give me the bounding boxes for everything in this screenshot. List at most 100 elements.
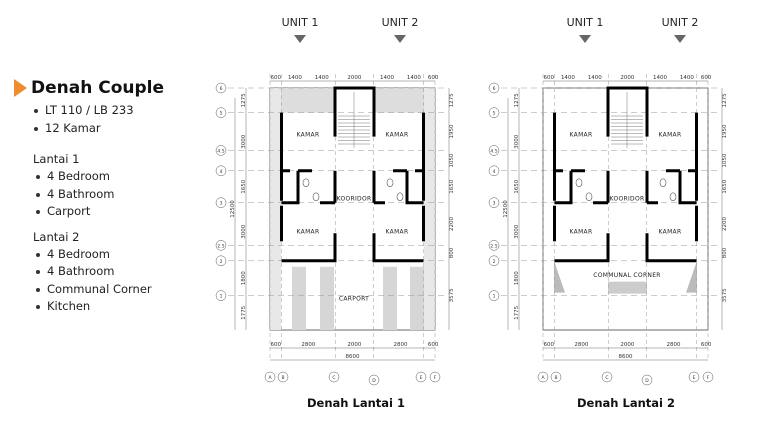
unit-label: UNIT 2 [382,16,419,29]
grid-row-label: 1 [220,294,223,300]
grid-bubble [215,197,227,208]
grid-row-label: 2 [220,259,223,265]
title-text: Denah Couple [31,78,165,98]
list-item: 12 Kamar [32,120,164,138]
grid-row-label: 2.5 [217,243,224,249]
dimension-label: 2000 [347,75,361,81]
grid-row-label: 3 [220,201,223,207]
room-label-bottom: COMMUNAL CORNER [593,272,661,279]
page-title: Denah Couple [14,78,164,98]
wall [281,169,312,205]
room-label-koridor: KOORIDOR [610,196,645,203]
dimension-label: 600 [271,342,282,348]
caption-lantai-1: Denah Lantai 1 [307,396,405,410]
dimension-label: 1775 [241,305,247,319]
dimension-label: 600 [544,75,555,81]
dimension-label: 1275 [241,93,247,107]
dimension-label: 1275 [514,93,520,107]
list-item: 4 Bedroom [34,246,164,264]
toilet-icon [302,178,310,188]
dimension-label: 1800 [514,271,520,285]
dimension-label: 800 [449,247,455,258]
grid-row-label: 5 [493,111,496,117]
wall [281,233,424,263]
dimension-label: 1400 [288,75,302,81]
triangle-bullet-icon [14,79,27,97]
dimension-label: 2800 [666,342,680,348]
list-item: Carport [34,203,164,221]
total-height-label: 12500 [230,200,236,218]
carport-tile [320,266,334,330]
summary-list: LT 110 / LB 233 12 Kamar [32,102,164,137]
side-area [270,88,281,330]
dimension-label: 1950 [449,124,455,138]
carport-tile [383,266,397,330]
dimension-label: 1650 [514,179,520,193]
floor-1-list: 4 Bedroom 4 Bathroom Carport [34,168,164,221]
dimension-label: 800 [722,247,728,258]
dimension-label: 1400 [380,75,394,81]
grid-row-label: 2.5 [490,243,497,249]
grid-col-label: A [541,375,545,381]
floor-2-heading: Lantai 2 [33,229,80,244]
toilet-icon [386,178,394,188]
dimension-label: 1650 [241,179,247,193]
grid-bubble [488,145,500,156]
list-item: Communal Corner [34,281,164,299]
dimension-label: 600 [544,342,555,348]
dimension-label: 1400 [407,75,421,81]
grid-row-label: 4.5 [490,148,497,154]
dimension-label: 1400 [680,75,694,81]
grid-bubble [368,374,380,386]
grid-bubble [215,165,227,177]
unit-arrow-icon [394,35,406,43]
grid-bubble [415,371,427,383]
dimension-label: 2000 [347,342,361,348]
toilet-icon [659,178,667,188]
dimension-label: 1800 [241,271,247,285]
room-label-kamar: KAMAR [297,131,320,138]
dimension-label: 1050 [722,153,728,167]
grid-bubble [601,371,613,383]
toilet-icon [575,178,583,188]
room-label-kamar: KAMAR [659,131,682,138]
room-label-koridor: KOORIDOR [337,196,372,203]
grid-col-label: F [707,375,710,381]
dimension-label: 3000 [241,224,247,238]
dimension-label: 3575 [722,288,728,302]
grid-bubble [215,290,227,301]
room-label-kamar: KAMAR [386,131,409,138]
wall [606,86,649,137]
grid-bubble [215,107,227,118]
grid-bubble [488,197,500,208]
dimension-label: 2800 [301,342,315,348]
grid-bubble [264,371,276,383]
grid-col-label: C [605,375,608,381]
grid-bubble [537,371,549,383]
grid-bubble [488,107,500,118]
wall [393,169,424,205]
grid-bubble [702,371,714,383]
floor-1-heading: Lantai 1 [33,152,80,166]
grid-bubble [688,371,700,383]
dimension-label: 2200 [449,217,455,231]
grid-bubble [488,290,500,301]
grid-bubble [215,82,227,94]
dimension-label: 3000 [514,134,520,148]
grid-col-label: D [645,378,649,384]
sidebar: Denah Couple LT 110 / LB 233 12 Kamar La… [14,78,164,316]
unit-arrow-icon [294,35,306,43]
grid-bubble [277,371,289,383]
grid-row-label: 4 [493,169,496,175]
grid-bubble [488,165,500,177]
grid-col-label: D [372,378,376,384]
caption-lantai-2: Denah Lantai 2 [577,396,675,410]
grid-row-label: 6 [220,86,223,92]
room-label-kamar: KAMAR [297,228,320,235]
grid-bubble [488,255,500,267]
grid-col-label: E [693,375,696,381]
grid-bubble [641,374,653,386]
